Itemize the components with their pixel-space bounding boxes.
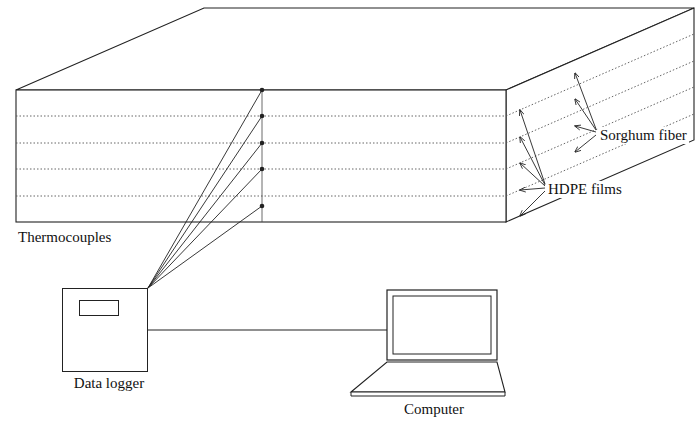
thermocouple-junction bbox=[260, 204, 265, 209]
layer-line bbox=[16, 196, 506, 197]
part-label: Thermocouples bbox=[16, 229, 113, 246]
thermocouple-wire bbox=[148, 206, 262, 288]
part-label: HDPE films bbox=[546, 181, 624, 198]
thermocouple-wire bbox=[148, 143, 262, 288]
computer-node: Computer bbox=[345, 288, 523, 418]
layer-line bbox=[506, 87, 694, 169]
thermocouple-wire bbox=[148, 169, 262, 288]
thermocouple-junction bbox=[260, 114, 265, 119]
thermocouple-junction bbox=[260, 141, 265, 146]
leader-arrow bbox=[575, 99, 596, 130]
laptop-keyboard bbox=[351, 362, 505, 392]
cable-connector bbox=[148, 329, 387, 330]
node-label: Computer bbox=[345, 401, 523, 418]
part-label: Sorghum fiber bbox=[598, 127, 689, 144]
layer-line bbox=[506, 61, 694, 143]
node-label: Data logger bbox=[40, 375, 178, 392]
leader-arrow bbox=[520, 163, 545, 186]
thermocouple-junction bbox=[260, 167, 265, 172]
slab-side-face bbox=[506, 8, 694, 222]
data-logger-display bbox=[79, 300, 119, 316]
leader-arrow bbox=[575, 135, 596, 152]
laptop-screen bbox=[387, 290, 497, 360]
thermocouple-junction bbox=[260, 88, 265, 93]
leader-arrow bbox=[520, 188, 545, 190]
leader-arrow bbox=[575, 73, 596, 129]
leader-arrow bbox=[520, 110, 545, 184]
thermocouple-wire bbox=[148, 116, 262, 288]
thermocouple-wire bbox=[148, 90, 262, 288]
leader-arrow bbox=[520, 191, 545, 216]
layer-line bbox=[506, 34, 694, 116]
laptop-base-edge bbox=[351, 392, 505, 396]
data-logger-body bbox=[62, 288, 148, 372]
leader-arrow bbox=[520, 137, 545, 185]
laptop-display bbox=[393, 296, 491, 354]
thermocouple-probe-line bbox=[262, 90, 263, 222]
slab-front-face bbox=[16, 90, 506, 222]
laptop-outline bbox=[345, 288, 515, 398]
leader-arrow bbox=[575, 126, 596, 132]
data-logger-node: Data logger bbox=[40, 288, 178, 392]
